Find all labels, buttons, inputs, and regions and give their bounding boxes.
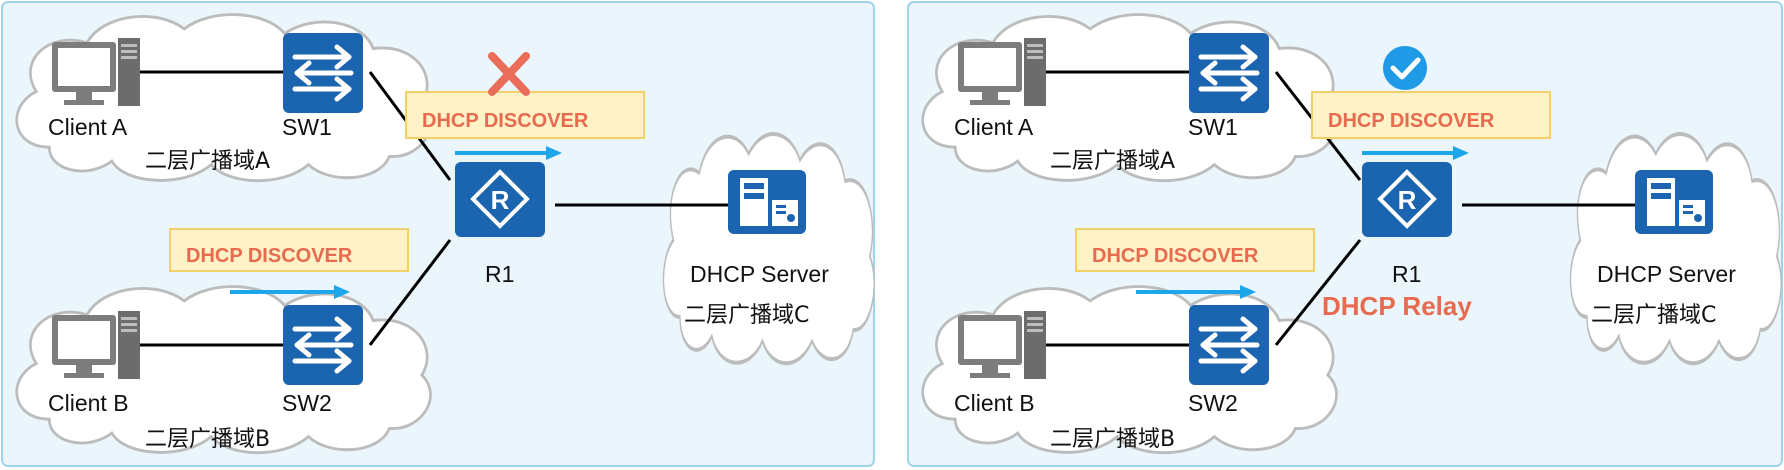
client-a-label: Client A (954, 114, 1034, 140)
cross-icon (488, 52, 530, 96)
domain-a-label: 二层广播域A (1050, 149, 1175, 174)
network-links (1041, 70, 1637, 347)
r1-router-icon (1360, 160, 1454, 239)
r1-router-icon (453, 160, 547, 239)
server-label: DHCP Server (1597, 261, 1736, 287)
sw2-label: SW2 (282, 390, 332, 416)
router-label: R1 (485, 261, 514, 287)
message-top-label: DHCP DISCOVER (422, 110, 589, 132)
client-a-label: Client A (48, 114, 128, 140)
message-bottom-label: DHCP DISCOVER (186, 245, 353, 267)
sw2-switch-icon (283, 305, 363, 385)
arrow-bottom-icon (1136, 285, 1256, 299)
check-icon (1383, 46, 1427, 90)
client-b-label: Client B (48, 390, 129, 416)
message-box-bottom (169, 228, 409, 272)
arrow-bottom-icon (230, 285, 350, 299)
arrow-top-icon (455, 146, 562, 160)
router-role-label: DHCP Relay (1322, 291, 1472, 321)
domain-c-label: 二层广播域C (684, 303, 809, 328)
dhcp-server-icon (1635, 170, 1713, 234)
sw1-switch-icon (1189, 33, 1269, 113)
sw2-switch-icon (1189, 305, 1269, 385)
panel-with-relay: DHCP DISCOVER DHCP DISCOVER Client A SW1… (907, 1, 1782, 467)
broadcast-domain-c-cloud (1570, 134, 1781, 363)
sw1-label: SW1 (1188, 114, 1238, 140)
message-box-bottom (1075, 228, 1315, 272)
router-label: R1 (1392, 261, 1421, 287)
sw1-label: SW1 (282, 114, 332, 140)
domain-a-label: 二层广播域A (145, 149, 270, 174)
message-bottom-label: DHCP DISCOVER (1092, 245, 1259, 267)
message-box-top (405, 91, 645, 139)
message-box-top (1311, 91, 1551, 139)
broadcast-domain-c-cloud (663, 134, 874, 363)
dhcp-server-icon (728, 170, 806, 234)
domain-c-label: 二层广播域C (1591, 303, 1716, 328)
client-b-label: Client B (954, 390, 1035, 416)
panel-without-relay: DHCP DISCOVER DHCP DISCOVER Client A SW1… (1, 1, 874, 467)
sw2-label: SW2 (1188, 390, 1238, 416)
arrow-top-icon (1362, 146, 1469, 160)
message-top-label: DHCP DISCOVER (1328, 110, 1495, 132)
domain-b-label: 二层广播域B (1050, 427, 1175, 452)
sw1-switch-icon (283, 33, 363, 113)
server-label: DHCP Server (690, 261, 829, 287)
domain-b-label: 二层广播域B (145, 427, 270, 452)
